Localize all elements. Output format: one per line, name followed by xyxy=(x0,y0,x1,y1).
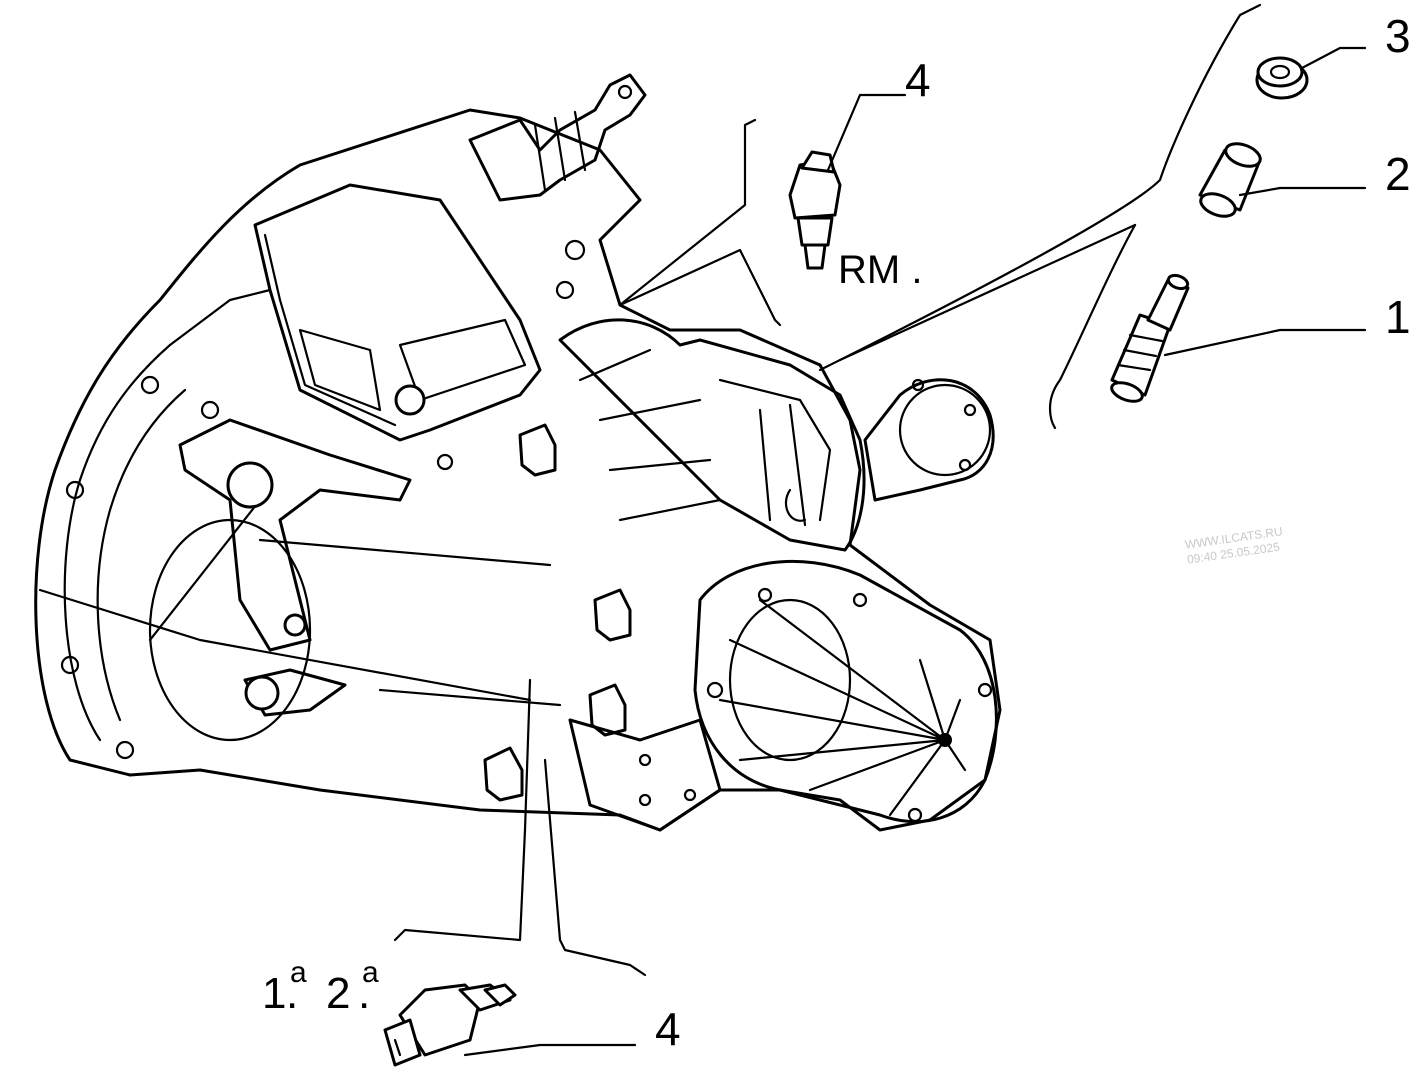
gearbox-assembly xyxy=(34,73,1002,832)
differential-cover xyxy=(693,559,998,823)
part-2-bush xyxy=(1198,142,1367,218)
group-bracket-4-bottom xyxy=(393,678,647,977)
transfer-housing xyxy=(558,318,995,552)
part-1-drive-gear xyxy=(1110,273,1367,403)
callout-1[interactable]: 1 xyxy=(1385,291,1411,343)
casing-plugs xyxy=(483,423,632,802)
label-second-gear-dot: . xyxy=(358,969,370,1018)
label-first-gear: 1 xyxy=(262,969,286,1018)
part-4-gear-switch xyxy=(383,983,637,1067)
gear-stage-labels: 1 a . 2 a . xyxy=(262,956,379,1018)
group-bracket-1-3 xyxy=(818,3,1262,372)
callout-4-top[interactable]: 4 xyxy=(905,54,931,106)
callout-3[interactable]: 3 xyxy=(1385,10,1411,62)
shift-lever-mechanism xyxy=(178,418,412,717)
output-flange xyxy=(863,378,995,502)
label-rm: RM . xyxy=(838,248,922,292)
group-bracket-4-top xyxy=(618,118,782,327)
top-cover xyxy=(253,183,542,442)
label-first-gear-dot: . xyxy=(286,969,298,1018)
callout-2[interactable]: 2 xyxy=(1385,148,1411,200)
part-3-cap xyxy=(1255,46,1367,100)
label-first-gear-sup: a xyxy=(290,956,307,989)
bell-housing-rim xyxy=(63,288,272,742)
clutch-opening xyxy=(148,518,312,742)
part-4-reverse-light-switch xyxy=(788,93,907,270)
label-second-gear-sup: a xyxy=(362,956,379,989)
rim-bolt-holes xyxy=(60,239,586,760)
label-second-gear: 2 xyxy=(326,969,350,1018)
clutch-slave-cylinder xyxy=(468,73,647,202)
watermark: WWW.ILCATS.RU 09:40 25.05.2025 xyxy=(1184,524,1283,566)
mounting-bracket xyxy=(568,718,722,832)
bell-housing-outline xyxy=(34,108,1002,832)
callout-4-bottom[interactable]: 4 xyxy=(655,1003,681,1055)
